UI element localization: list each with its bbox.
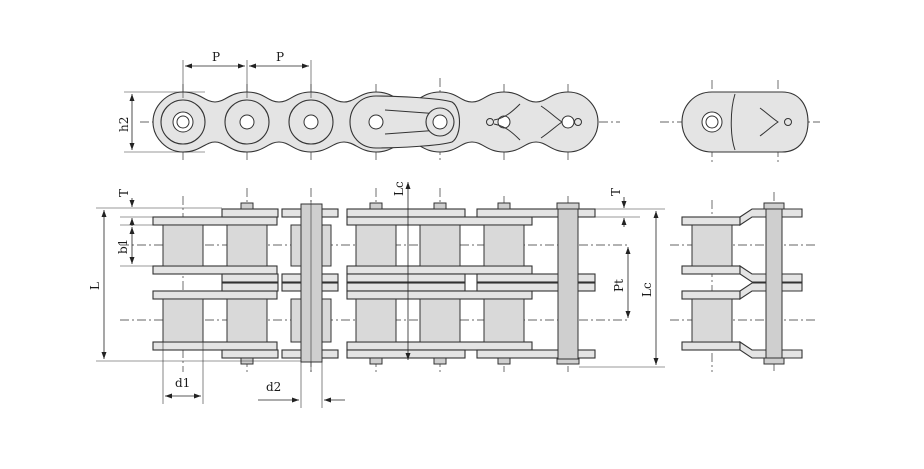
pitch-label-2: P xyxy=(276,50,284,64)
t-label-left: T xyxy=(117,189,131,197)
t-label-right: T xyxy=(609,188,623,196)
l-label: L xyxy=(88,282,102,290)
pitch-label-1: P xyxy=(212,50,220,64)
pt-label: Pt xyxy=(612,279,626,292)
h2-label: h2 xyxy=(117,117,131,132)
lc-label-top: Lc xyxy=(392,181,406,196)
d2-label: d2 xyxy=(266,380,281,394)
d1-label: d1 xyxy=(175,376,190,390)
lc-label-right: Lc xyxy=(640,282,654,297)
end-view-top xyxy=(660,80,820,165)
plan-view-chain: T b1 L Lc T Pt Lc d1 xyxy=(88,181,665,408)
side-view-chain: P P h2 xyxy=(117,50,620,160)
end-view-bottom xyxy=(670,192,815,372)
b1-label: b1 xyxy=(116,239,130,254)
